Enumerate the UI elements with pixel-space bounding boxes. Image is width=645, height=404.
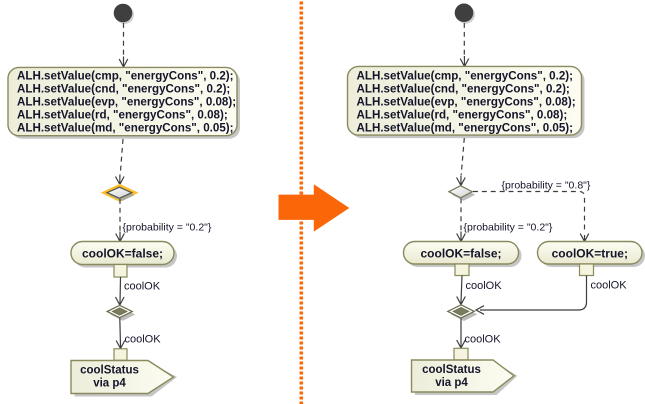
svg-text:ALH.setValue(md, "energyCons",: ALH.setValue(md, "energyCons", 0.05); bbox=[357, 122, 574, 135]
svg-text:coolStatus: coolStatus bbox=[80, 365, 139, 377]
svg-text:ALH.setValue(evp, "energyCons": ALH.setValue(evp, "energyCons", 0.08); bbox=[357, 96, 576, 109]
svg-text:ALH.setValue(md, "energyCons",: ALH.setValue(md, "energyCons", 0.05); bbox=[17, 122, 234, 135]
svg-text:coolOK=false;: coolOK=false; bbox=[420, 247, 501, 261]
svg-text:ALH.setValue(cmp, "energyCons": ALH.setValue(cmp, "energyCons", 0.2); bbox=[357, 70, 574, 83]
svg-text:coolOK: coolOK bbox=[125, 334, 162, 346]
svg-text:ALH.setValue(cnd, "energyCons": ALH.setValue(cnd, "energyCons", 0.2); bbox=[357, 83, 570, 96]
svg-text:coolStatus: coolStatus bbox=[422, 364, 481, 376]
svg-text:{probability = "0.2"}: {probability = "0.2"} bbox=[123, 222, 212, 234]
svg-text:coolOK=false;: coolOK=false; bbox=[82, 247, 163, 261]
svg-text:coolOK=true;: coolOK=true; bbox=[552, 247, 628, 261]
svg-text:via p4: via p4 bbox=[93, 378, 126, 390]
svg-text:ALH.setValue(evp, "energyCons": ALH.setValue(evp, "energyCons", 0.08); bbox=[17, 96, 236, 109]
svg-text:coolOK: coolOK bbox=[591, 280, 628, 292]
svg-text:ALH.setValue(rd, "energyCons",: ALH.setValue(rd, "energyCons", 0.08); bbox=[357, 109, 568, 122]
svg-text:via p4: via p4 bbox=[435, 377, 468, 389]
svg-text:coolOK: coolOK bbox=[124, 281, 161, 293]
svg-text:{probability = "0.8"}: {probability = "0.8"} bbox=[502, 180, 591, 192]
svg-text:ALH.setValue(rd, "energyCons",: ALH.setValue(rd, "energyCons", 0.08); bbox=[17, 109, 228, 122]
svg-text:coolOK: coolOK bbox=[466, 280, 503, 292]
svg-text:{probability = "0.2"}: {probability = "0.2"} bbox=[464, 222, 553, 234]
svg-text:ALH.setValue(cnd, "energyCons": ALH.setValue(cnd, "energyCons", 0.2); bbox=[17, 83, 230, 96]
svg-text:ALH.setValue(cmp, "energyCons": ALH.setValue(cmp, "energyCons", 0.2); bbox=[17, 70, 234, 83]
svg-text:coolOK: coolOK bbox=[465, 334, 502, 346]
